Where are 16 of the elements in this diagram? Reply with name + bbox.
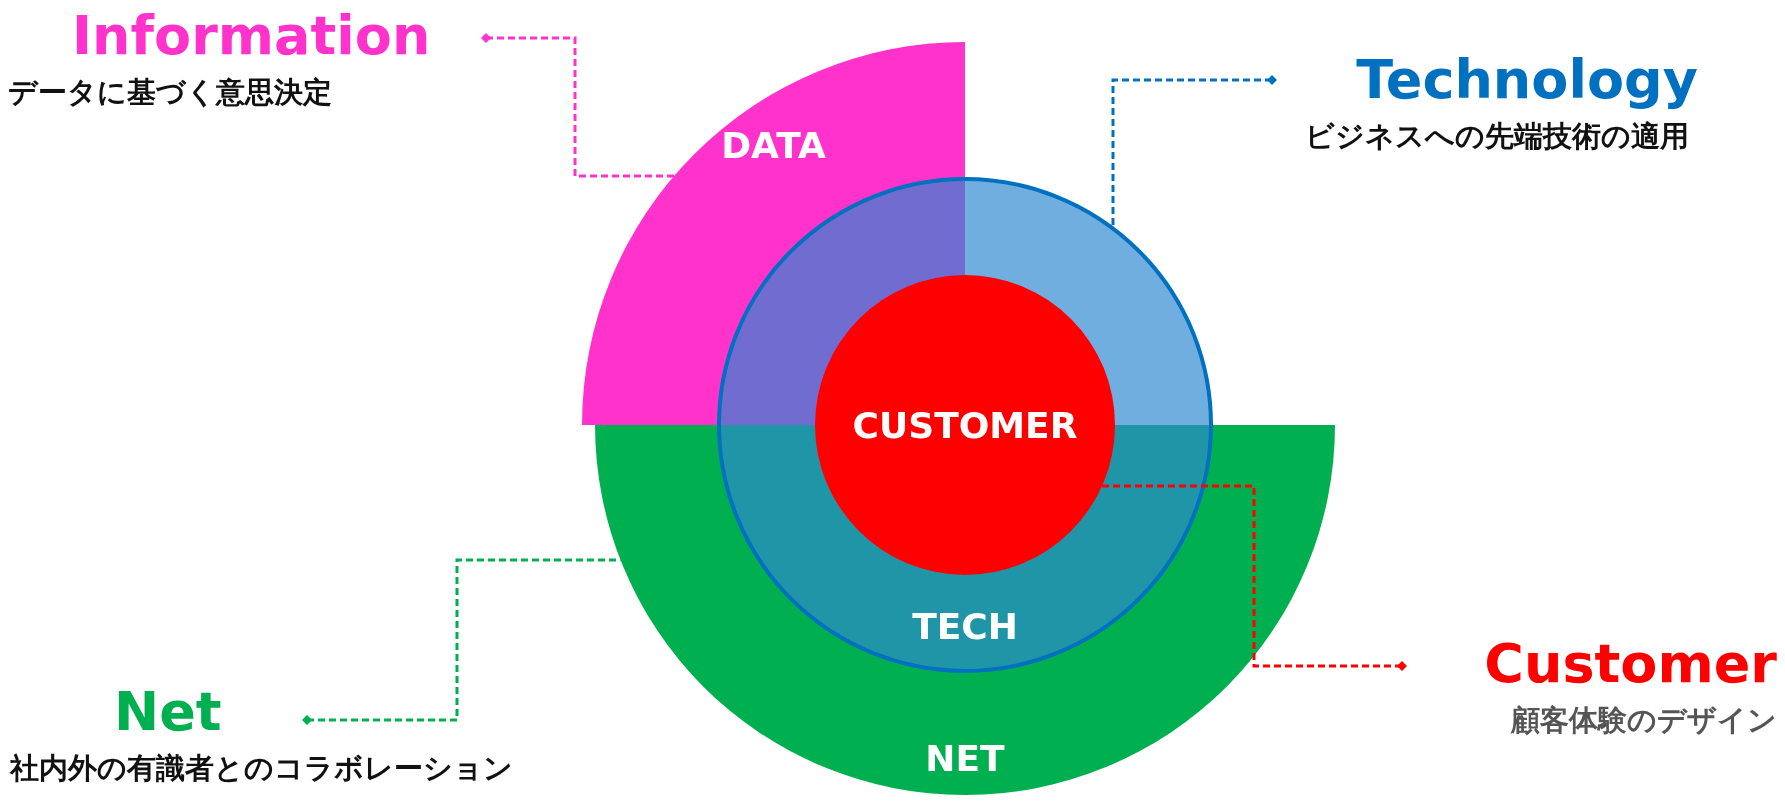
leader-line bbox=[302, 558, 621, 725]
leader-line bbox=[1102, 484, 1407, 671]
subtitle-text: 社内外の有識者とのコラボレーション bbox=[10, 750, 514, 787]
segment-label: NET bbox=[925, 737, 1005, 779]
subtitle-text: データに基づく意思決定 bbox=[8, 74, 333, 111]
subtitle-text: ビジネスへの先端技術の適用 bbox=[1304, 118, 1690, 155]
leader-line bbox=[481, 33, 674, 178]
heading-text: Technology bbox=[1355, 48, 1699, 112]
leader-line bbox=[1111, 75, 1277, 226]
segment-label: TECH bbox=[912, 605, 1018, 647]
segment-label: DATA bbox=[721, 124, 826, 166]
heading-text: Net bbox=[113, 680, 223, 744]
subtitle-text: 顧客体験のデザイン bbox=[1509, 702, 1777, 739]
heading-text: Customer bbox=[1483, 632, 1777, 696]
segment-label: CUSTOMER bbox=[852, 404, 1078, 446]
heading-text: Information bbox=[71, 4, 432, 68]
